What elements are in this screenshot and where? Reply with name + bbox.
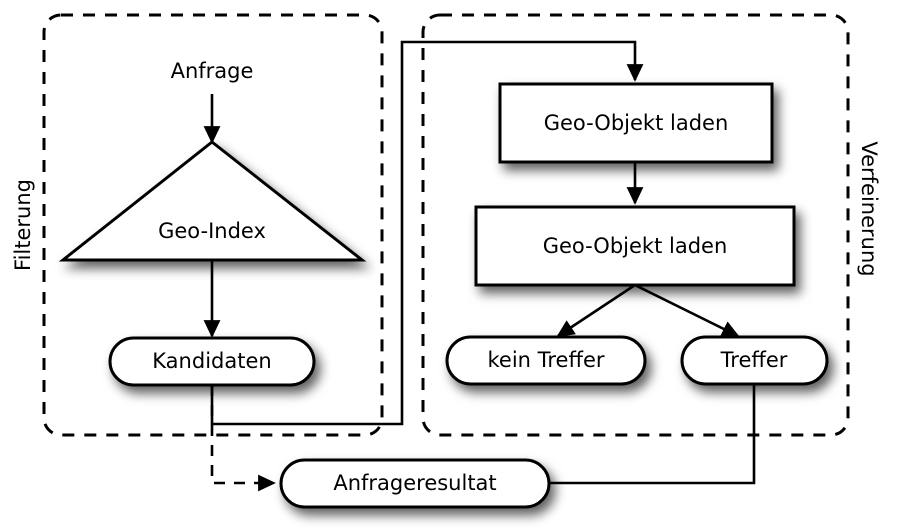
- node-geo-objekt-laden-1-label: Geo-Objekt laden: [544, 111, 729, 135]
- verfeinerung-boundary: [421, 13, 850, 437]
- geo-index-triangle: [58, 140, 367, 262]
- node-kein-treffer-label: kein Treffer: [487, 348, 604, 372]
- edge-treffer-to-anfrageresultat: [549, 384, 756, 485]
- node-geo-objekt-laden-2-label: Geo-Objekt laden: [543, 234, 728, 258]
- filterung-label: Filterung: [11, 179, 35, 271]
- node-anfrageresultat-label: Anfrageresultat: [333, 471, 496, 495]
- verfeinerung-label: Verfeinerung: [857, 141, 881, 276]
- node-kein-treffer: kein Treffer: [445, 335, 647, 386]
- edge-geo-objekt-laden-2-to-kein-treffer: [556, 283, 636, 338]
- anfrageresultat-stadium: [279, 458, 551, 509]
- kein-treffer-stadium: [445, 335, 647, 386]
- geo-objekt-laden-2-box: [474, 205, 796, 287]
- node-geo-objekt-laden-2: Geo-Objekt laden: [474, 205, 796, 287]
- group-filterung: Filterung: [11, 13, 384, 437]
- node-geo-objekt-laden-1: Geo-Objekt laden: [498, 82, 774, 164]
- node-kandidaten-label: Kandidaten: [152, 349, 271, 373]
- edge-kandidaten-to-geo-objekt-laden-1: [210, 40, 644, 426]
- node-treffer-label: Treffer: [720, 348, 788, 372]
- node-anfrageresultat: Anfrageresultat: [279, 458, 551, 509]
- edge-geo-objekt-laden-2-to-treffer: [634, 283, 740, 338]
- node-anfrage-label: Anfrage: [171, 59, 254, 83]
- node-treffer: Treffer: [680, 335, 829, 386]
- kandidaten-stadium: [108, 336, 316, 387]
- node-geo-index: Geo-Index: [58, 140, 367, 262]
- node-kandidaten: Kandidaten: [108, 336, 316, 387]
- treffer-stadium: [680, 335, 829, 386]
- group-verfeinerung: Verfeinerung: [421, 13, 881, 437]
- geo-objekt-laden-1-box: [498, 82, 774, 164]
- node-geo-index-label: Geo-Index: [158, 219, 266, 243]
